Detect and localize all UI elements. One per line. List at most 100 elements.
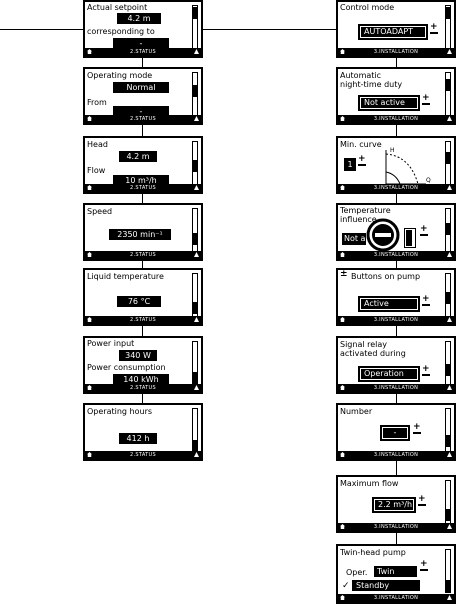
- plus-minus-icon[interactable]: +: [422, 294, 430, 306]
- plus-minus-icon[interactable]: +: [420, 559, 428, 571]
- home-icon[interactable]: [340, 524, 345, 529]
- up-arrow-icon[interactable]: [194, 49, 199, 54]
- installation-footer: 3.INSTALLATION: [338, 115, 454, 123]
- head-flow-panel[interactable]: Head 4.2 m Flow 10 m³/h 2.STATUS: [83, 136, 203, 194]
- scrollbar[interactable]: [445, 480, 451, 524]
- scrollbar[interactable]: [192, 5, 198, 49]
- twin-option[interactable]: Twin: [374, 566, 417, 577]
- scrollbar[interactable]: [445, 72, 451, 116]
- number-panel[interactable]: Number - + 3.INSTALLATION: [336, 403, 456, 461]
- night-duty-panel[interactable]: Automatic night-time duty Not active + 3…: [336, 67, 456, 125]
- maximum-flow-panel[interactable]: Maximum flow 2.2 m³/h + 3.INSTALLATION: [336, 475, 456, 533]
- buttons-on-pump-panel[interactable]: ± Buttons on pump Active + 3.INSTALLATIO…: [336, 268, 456, 326]
- twin-head-pump-title: Twin-head pump: [340, 548, 406, 557]
- home-icon[interactable]: [87, 385, 92, 390]
- plus-minus-icon[interactable]: +: [358, 154, 366, 166]
- operating-hours-panel[interactable]: Operating hours 412 h 2.STATUS: [83, 403, 203, 461]
- min-curve-panel[interactable]: Min. curve 1 + H Q 3.INSTALLATION: [336, 136, 456, 194]
- min-curve-title: Min. curve: [340, 140, 382, 149]
- scrollbar[interactable]: [192, 72, 198, 116]
- up-arrow-icon[interactable]: [447, 185, 452, 190]
- up-arrow-icon[interactable]: [447, 116, 452, 121]
- installation-footer: 3.INSTALLATION: [338, 451, 454, 459]
- home-icon[interactable]: [340, 385, 345, 390]
- night-duty-value: Not active: [358, 95, 420, 111]
- scrollbar[interactable]: [445, 5, 451, 49]
- signal-relay-title: Signal relay: [340, 340, 388, 349]
- number-title: Number: [340, 407, 373, 416]
- up-arrow-icon[interactable]: [447, 252, 452, 257]
- liquid-temperature-title: Liquid temperature: [87, 272, 164, 281]
- status-footer: 2.STATUS: [85, 184, 201, 192]
- scrollbar[interactable]: [192, 208, 198, 252]
- home-icon[interactable]: [340, 252, 345, 257]
- status-footer: 2.STATUS: [85, 384, 201, 392]
- home-icon[interactable]: [87, 317, 92, 322]
- home-icon[interactable]: [340, 185, 345, 190]
- up-arrow-icon[interactable]: [194, 252, 199, 257]
- buttons-on-pump-value: Active: [358, 296, 420, 312]
- home-icon[interactable]: [87, 252, 92, 257]
- plus-minus-icon[interactable]: +: [418, 494, 426, 506]
- from-label: From: [87, 98, 107, 107]
- speed-panel[interactable]: Speed 2350 min⁻¹ 2.STATUS: [83, 203, 203, 261]
- scrollbar[interactable]: [445, 273, 451, 317]
- plus-minus-icon[interactable]: +: [430, 22, 438, 34]
- up-arrow-icon[interactable]: [447, 595, 452, 600]
- oper-label: Oper.: [346, 568, 368, 577]
- scrollbar[interactable]: [192, 341, 198, 385]
- up-arrow-icon[interactable]: [447, 385, 452, 390]
- temperature-influence-panel[interactable]: Temperature influence Not a + 3.INSTALLA…: [336, 203, 456, 261]
- scrollbar[interactable]: [445, 408, 451, 452]
- from-value: -: [113, 106, 169, 117]
- up-arrow-icon[interactable]: [194, 385, 199, 390]
- setpoint-value: 4.2 m: [117, 13, 161, 24]
- head-title: Head: [87, 140, 108, 149]
- up-arrow-icon[interactable]: [194, 116, 199, 121]
- liquid-temperature-panel[interactable]: Liquid temperature 76 °C 2.STATUS: [83, 268, 203, 326]
- min-curve-value: 1: [344, 158, 356, 171]
- up-arrow-icon[interactable]: [447, 452, 452, 457]
- plus-minus-icon[interactable]: +: [422, 93, 430, 105]
- home-icon[interactable]: [340, 452, 345, 457]
- control-mode-panel[interactable]: Control mode AUTOADAPT + 3.INSTALLATION: [336, 0, 456, 58]
- up-arrow-icon[interactable]: [447, 524, 452, 529]
- setpoint-panel[interactable]: Actual setpoint 4.2 m corresponding to -…: [83, 0, 203, 58]
- home-icon[interactable]: [87, 185, 92, 190]
- operating-mode-title: Operating mode: [87, 71, 153, 80]
- signal-relay-panel[interactable]: Signal relay activated during Operation …: [336, 336, 456, 394]
- scrollbar[interactable]: [445, 141, 451, 185]
- standby-option[interactable]: Standby: [352, 580, 420, 591]
- home-icon[interactable]: [340, 317, 345, 322]
- power-panel[interactable]: Power input 340 W Power consumption 140 …: [83, 336, 203, 394]
- status-footer: 2.STATUS: [85, 451, 201, 459]
- scrollbar[interactable]: [445, 341, 451, 385]
- plus-minus-icon[interactable]: +: [413, 422, 421, 434]
- home-icon[interactable]: [87, 452, 92, 457]
- home-icon[interactable]: [87, 116, 92, 121]
- scrollbar[interactable]: [192, 408, 198, 452]
- scrollbar[interactable]: [445, 208, 451, 252]
- axis-h-label: H: [390, 147, 395, 154]
- installation-footer: 3.INSTALLATION: [338, 384, 454, 392]
- twin-head-pump-panel[interactable]: Twin-head pump Oper. Twin ✓ Standby + 3.…: [336, 544, 456, 604]
- up-arrow-icon[interactable]: [447, 49, 452, 54]
- home-icon[interactable]: [340, 595, 345, 600]
- home-icon[interactable]: [340, 49, 345, 54]
- home-icon[interactable]: [340, 116, 345, 121]
- plus-minus-icon[interactable]: +: [420, 224, 428, 236]
- temperature-influence-title2: influence: [340, 215, 377, 224]
- scrollbar[interactable]: [192, 273, 198, 317]
- up-arrow-icon[interactable]: [194, 185, 199, 190]
- up-arrow-icon[interactable]: [194, 317, 199, 322]
- operating-mode-panel[interactable]: Operating mode Normal From - 2.STATUS: [83, 67, 203, 125]
- not-available-icon: [366, 218, 400, 252]
- up-arrow-icon[interactable]: [447, 317, 452, 322]
- home-icon[interactable]: [87, 49, 92, 54]
- plus-minus-icon[interactable]: +: [422, 364, 430, 376]
- scrollbar[interactable]: [192, 141, 198, 185]
- up-arrow-icon[interactable]: [194, 452, 199, 457]
- buttons-on-pump-title: Buttons on pump: [351, 272, 421, 281]
- night-duty-title: Automatic: [340, 71, 382, 80]
- scrollbar[interactable]: [445, 549, 451, 593]
